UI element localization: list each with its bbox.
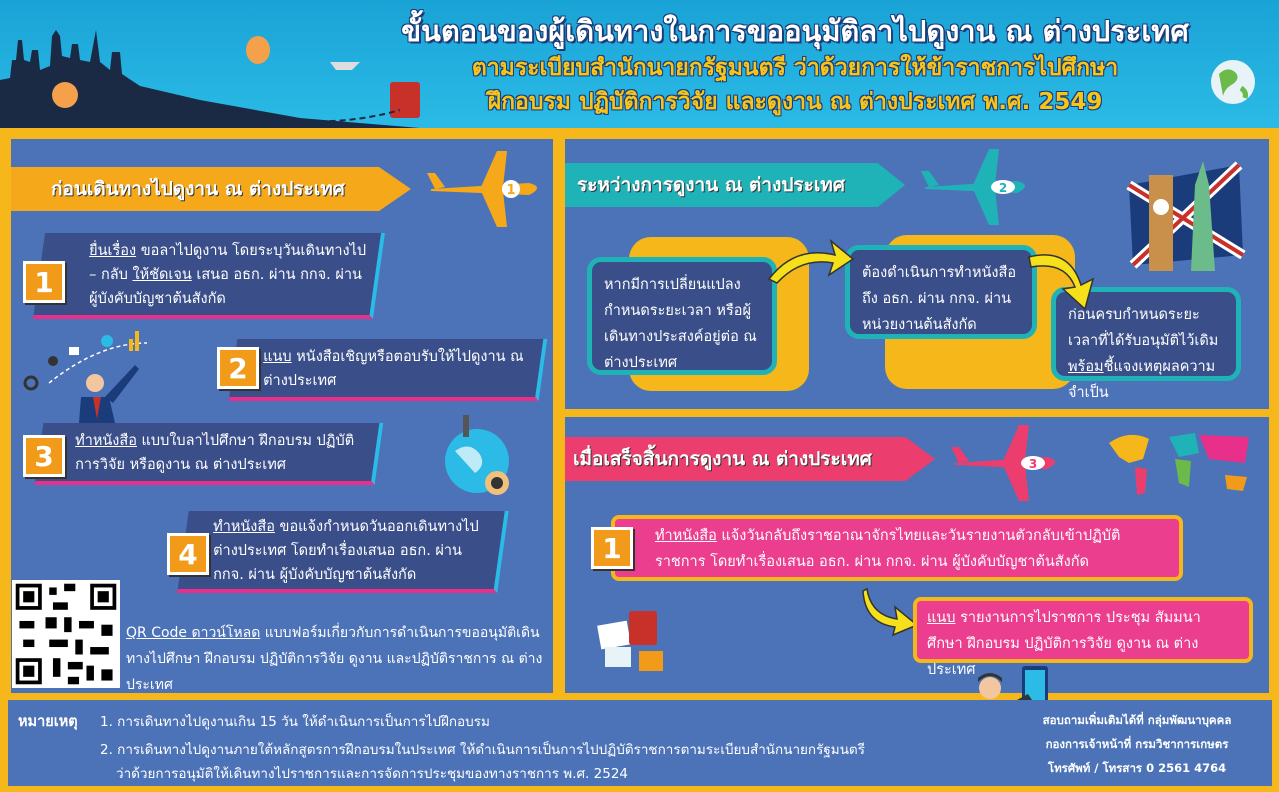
arrow-down-right-icon [1028, 254, 1095, 311]
before-banner: ก่อนเดินทางไปดูงาน ณ ต่างประเทศ [11, 167, 411, 211]
note-label: หมายเหตุ [18, 714, 78, 730]
contact-phone: โทรศัพท์ / โทรสาร 0 2561 4764 [1047, 761, 1227, 775]
contact-line-1: สอบถามเพิ่มเติมได้ที่ กลุ่มพัฒนาบุคคล [1042, 713, 1232, 727]
plane-number-3: 3 [1029, 457, 1037, 471]
header: ขั้นตอนของผู้เดินทางในการขออนุมัติลาไปดู… [0, 0, 1279, 128]
after-box-2: แนบ รายงานการไปราชการ ประชุม สัมมนา ศึกษ… [913, 597, 1253, 678]
step-3-number: 3 [23, 435, 65, 477]
step-1-number: 1 [23, 261, 65, 303]
step-2-box: แนบ หนังสือเชิญหรือตอบรับให้ไปดูงาน ณ ต่… [228, 339, 548, 401]
during-box-2: ต้องดำเนินการทำหนังสือถึง อธก. ผ่าน กกจ.… [845, 245, 1037, 339]
during-travel-panel: ระหว่างการดูงาน ณ ต่างประเทศ 2 หากมีการเ… [562, 136, 1272, 412]
arrow-down-icon [862, 587, 919, 637]
note-2: 2. การเดินทางไปดูงานภายใต้หลักสูตรการฝึก… [100, 742, 865, 758]
arrow-right-icon [767, 238, 855, 284]
after-step-1-number: 1 [591, 527, 633, 569]
contact-line-2: กองการเจ้าหน้าที่ กรมวิชาการเกษตร [1045, 737, 1229, 751]
footer-notes: หมายเหตุ 1. การเดินทางไปดูงานเกิน 15 วัน… [8, 700, 1272, 786]
businessman-icon [23, 331, 148, 423]
after-box-1: ทำหนังสือ แจ้งวันกลับถึงราชอาณาจักรไทยแล… [611, 515, 1183, 581]
after-banner: เมื่อเสร็จสิ้นการดูงาน ณ ต่างประเทศ [565, 437, 935, 481]
qr-download-text: QR Code ดาวน์โหลด แบบฟอร์มเกี่ยวกับการดำ… [126, 625, 543, 693]
during-banner: ระหว่างการดูงาน ณ ต่างประเทศ [565, 163, 905, 207]
step-4-box: ทำหนังสือ ขอแจ้งกำหนดวันออกเดินทางไปต่าง… [177, 511, 509, 593]
qr-download-link[interactable]: QR Code ดาวน์โหลด [126, 625, 261, 641]
note-2-continued: ว่าด้วยการอนุมัติให้เดินทางไปราชการและกา… [116, 766, 628, 782]
page-title: ขั้นตอนของผู้เดินทางในการขออนุมัติลาไปดู… [401, 14, 1189, 48]
plane-number-1: 1 [506, 183, 515, 198]
page-subtitle-2: ฝึกอบรม ปฏิบัติการวิจัย และดูงาน ณ ต่างป… [487, 89, 1103, 115]
globe-icon [1211, 60, 1255, 104]
airplane-icon: 2 [921, 149, 1025, 225]
travel-items-icon [597, 611, 663, 671]
airplane-icon: 3 [951, 425, 1055, 501]
plane-number-2: 2 [999, 181, 1007, 195]
step-3-box: ทำหนังสือ แบบใบลาไปศึกษา ฝึกอบรม ปฏิบัติ… [34, 423, 384, 485]
qr-code[interactable] [12, 580, 120, 688]
landmarks-icon [1126, 161, 1246, 271]
city-skyline-icon [0, 30, 420, 128]
note-1: 1. การเดินทางไปดูงานเกิน 15 วัน ให้ดำเนิ… [100, 714, 490, 730]
page-subtitle-1: ตามระเบียบสำนักนายกรัฐมนตรี ว่าด้วยการให… [471, 55, 1119, 81]
after-travel-panel: เมื่อเสร็จสิ้นการดูงาน ณ ต่างประเทศ 3 ทำ… [562, 414, 1272, 696]
step-4-number: 4 [167, 533, 209, 575]
during-box-1: หากมีการเปลี่ยนแปลงกำหนดระยะเวลา หรือผู้… [587, 257, 777, 375]
world-map-icon [1109, 433, 1249, 495]
travel-globe-icon [445, 415, 509, 495]
step-2-number: 2 [217, 347, 259, 389]
step-1-box: ยื่นเรื่อง ขอลาไปดูงาน โดยระบุวันเดินทาง… [32, 233, 386, 319]
airplane-icon: 1 [427, 151, 537, 227]
